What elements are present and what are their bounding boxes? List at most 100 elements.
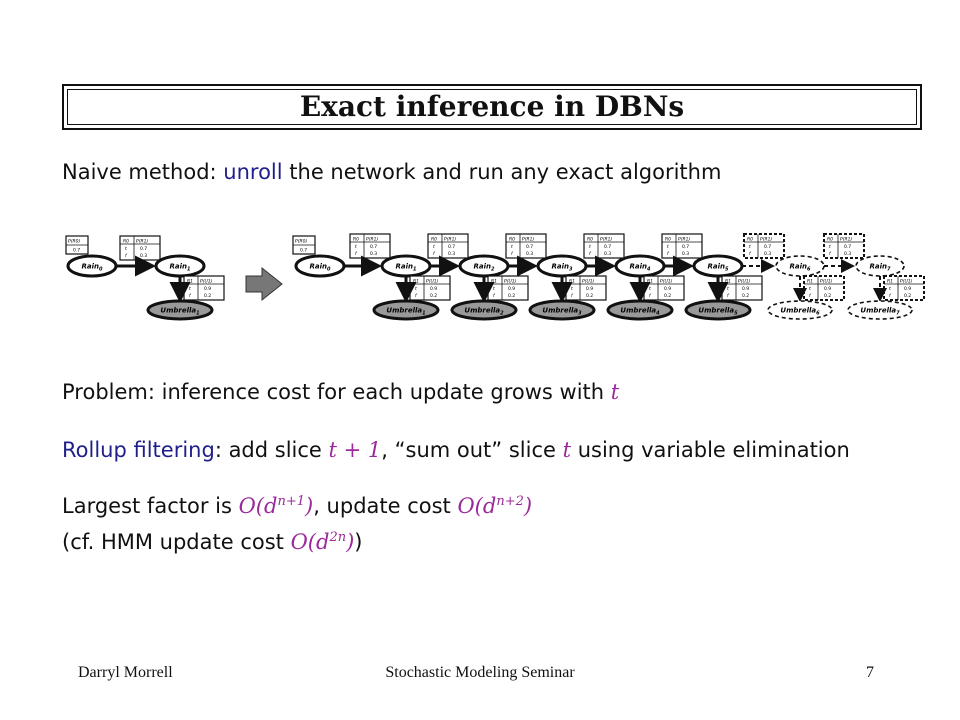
rain-node-6-label: Rain6 bbox=[790, 263, 812, 273]
sensor-table-5-h0: R1 bbox=[725, 279, 731, 285]
sensor-table-1-r0c1: 0.9 bbox=[430, 286, 437, 292]
transition-table-2-r0c0: t bbox=[433, 244, 435, 250]
rollup-math-2: t bbox=[562, 438, 572, 462]
transition-table-2-r1c1: 0.3 bbox=[448, 251, 455, 257]
umbrella-node-6-label: Umbrella6 bbox=[780, 307, 820, 317]
umbrella-node-5-label: Umbrella5 bbox=[698, 307, 738, 317]
sensor-table-1-r1c1: 0.2 bbox=[430, 293, 437, 299]
sensor-table-2-h1: P(U1) bbox=[504, 279, 517, 285]
transition-table-7-r1c0: f bbox=[829, 251, 832, 257]
transition-table-3-r0c1: 0.7 bbox=[526, 244, 533, 250]
sensor-table-4-r0c0: t bbox=[649, 286, 651, 292]
sensor-table-3-h1: P(U1) bbox=[582, 279, 595, 285]
transition-table-6-r0c0: t bbox=[749, 244, 751, 250]
rain-node-1-label: Rain1 bbox=[396, 263, 417, 273]
sensor-table-7-h1: P(U1) bbox=[900, 279, 913, 285]
naive-method-line: Naive method: unroll the network and run… bbox=[62, 160, 721, 184]
sensor-table-1-h1: P(U1) bbox=[426, 279, 439, 285]
sensor-table-7-r1c0: f bbox=[889, 293, 892, 299]
transition-table-3-r0c0: t bbox=[511, 244, 513, 250]
sensor-table-3-r0c0: t bbox=[571, 286, 573, 292]
transition-table-5-h0: R0 bbox=[665, 237, 671, 243]
transition-table-3 bbox=[505, 233, 547, 259]
sensor-table-3 bbox=[565, 275, 607, 301]
rain-node-2-label: Rain2 bbox=[474, 263, 496, 273]
transition-table-5-r0c1: 0.7 bbox=[682, 244, 689, 250]
left-rain1-node-label: Rain1 bbox=[170, 263, 191, 273]
factor-math-2: O(dn+2) bbox=[457, 494, 533, 518]
factor-text-1: Largest factor is bbox=[62, 494, 239, 518]
transition-table-2-h1: P(R1) bbox=[444, 237, 456, 243]
unroll-arrow-icon bbox=[245, 266, 283, 302]
sensor-table-4-r1c1: 0.2 bbox=[664, 293, 671, 299]
sensor-table-4-h0: R1 bbox=[647, 279, 653, 285]
sensor-table-5-r1c1: 0.2 bbox=[742, 293, 749, 299]
umbrella-node-2 bbox=[450, 299, 518, 321]
transition-table-1-h1: P(R1) bbox=[366, 237, 378, 243]
footer-page-number: 7 bbox=[866, 664, 874, 681]
sensor-table-2-r1c1: 0.2 bbox=[508, 293, 515, 299]
umbrella-node-1 bbox=[372, 299, 440, 321]
footer-seminar: Stochastic Modeling Seminar bbox=[385, 664, 575, 681]
transition-table-1-r0c0: t bbox=[355, 244, 357, 250]
left-rain0-node-label: Rain0 bbox=[82, 263, 104, 273]
left-sensor-table-h1: P(U1) bbox=[200, 279, 213, 285]
unrolled-prior-table-header: P(R0) bbox=[295, 239, 307, 245]
sensor-table-5-r0c0: t bbox=[727, 286, 729, 292]
sensor-table-7 bbox=[883, 275, 925, 301]
left-umbrella1-node bbox=[146, 299, 214, 321]
transition-table-1-r1c0: f bbox=[355, 251, 358, 257]
slide-title: Exact inference in DBNs bbox=[299, 90, 685, 123]
hmm-text-2: ) bbox=[354, 530, 363, 554]
left-sensor-table-r0c1: 0.9 bbox=[204, 286, 211, 292]
hmm-line: (cf. HMM update cost O(d2n)) bbox=[62, 530, 363, 554]
sensor-table-6-r0c0: t bbox=[809, 286, 811, 292]
transition-table-5-r1c0: f bbox=[667, 251, 670, 257]
transition-table-4-h0: R0 bbox=[587, 237, 593, 243]
transition-table-1-h0: R0 bbox=[353, 237, 359, 243]
sensor-table-3-r1c0: f bbox=[571, 293, 574, 299]
transition-table-7-h1: P(R1) bbox=[840, 237, 852, 243]
left-transition-table-r1c0: f bbox=[125, 253, 128, 259]
left-sensor-table-r1c1: 0.2 bbox=[204, 293, 211, 299]
transition-table-6-h1: P(R1) bbox=[760, 237, 772, 243]
sensor-table-3-r0c1: 0.9 bbox=[586, 286, 593, 292]
sensor-table-6-r0c1: 0.9 bbox=[824, 286, 831, 292]
sensor-table-5-h1: P(U1) bbox=[738, 279, 751, 285]
transition-table-4-r1c1: 0.3 bbox=[604, 251, 611, 257]
transition-table-4-r1c0: f bbox=[589, 251, 592, 257]
sensor-table-2-r0c1: 0.9 bbox=[508, 286, 515, 292]
transition-table-7-h0: R0 bbox=[827, 237, 833, 243]
sensor-table-1-r1c0: f bbox=[415, 293, 418, 299]
left-transition-table-h0: R0 bbox=[123, 239, 129, 245]
sensor-table-4-h1: P(U1) bbox=[660, 279, 673, 285]
rain-node-0-label: Rain0 bbox=[310, 263, 332, 273]
sensor-table-1-r0c0: t bbox=[415, 286, 417, 292]
hmm-math: O(d2n) bbox=[290, 530, 355, 554]
sensor-table-2-h0: R1 bbox=[491, 279, 497, 285]
umbrella-node-1-label: Umbrella1 bbox=[386, 307, 425, 317]
left-transition-table-h1: P(R1) bbox=[136, 239, 148, 245]
rain-node-5-label: Rain5 bbox=[708, 263, 730, 273]
left-sensor-table-r0c0: t bbox=[189, 286, 191, 292]
left-prior-table-value: 0.7 bbox=[73, 248, 80, 254]
transition-table-4-h1: P(R1) bbox=[600, 237, 612, 243]
transition-table-7-r1c1: 0.3 bbox=[844, 251, 851, 257]
rain-node-4-label: Rain4 bbox=[630, 263, 652, 273]
transition-table-5-h1: P(R1) bbox=[678, 237, 690, 243]
transition-table-5-r1c1: 0.3 bbox=[682, 251, 689, 257]
transition-table-6 bbox=[743, 233, 785, 259]
factor-text-2: , update cost bbox=[313, 494, 458, 518]
footer-author: Darryl Morrell bbox=[78, 664, 173, 681]
sensor-table-3-r1c1: 0.2 bbox=[586, 293, 593, 299]
umbrella-node-3-label: Umbrella3 bbox=[542, 307, 582, 317]
umbrella-node-2-label: Umbrella2 bbox=[464, 307, 504, 317]
rollup-text-1: : add slice bbox=[214, 438, 329, 462]
sensor-table-1-h0: R1 bbox=[413, 279, 419, 285]
naive-suffix: the network and run any exact algorithm bbox=[282, 160, 722, 184]
transition-table-7 bbox=[823, 233, 865, 259]
sensor-table-7-r0c0: t bbox=[889, 286, 891, 292]
transition-table-4-r0c0: t bbox=[589, 244, 591, 250]
umbrella-node-6 bbox=[767, 300, 833, 320]
